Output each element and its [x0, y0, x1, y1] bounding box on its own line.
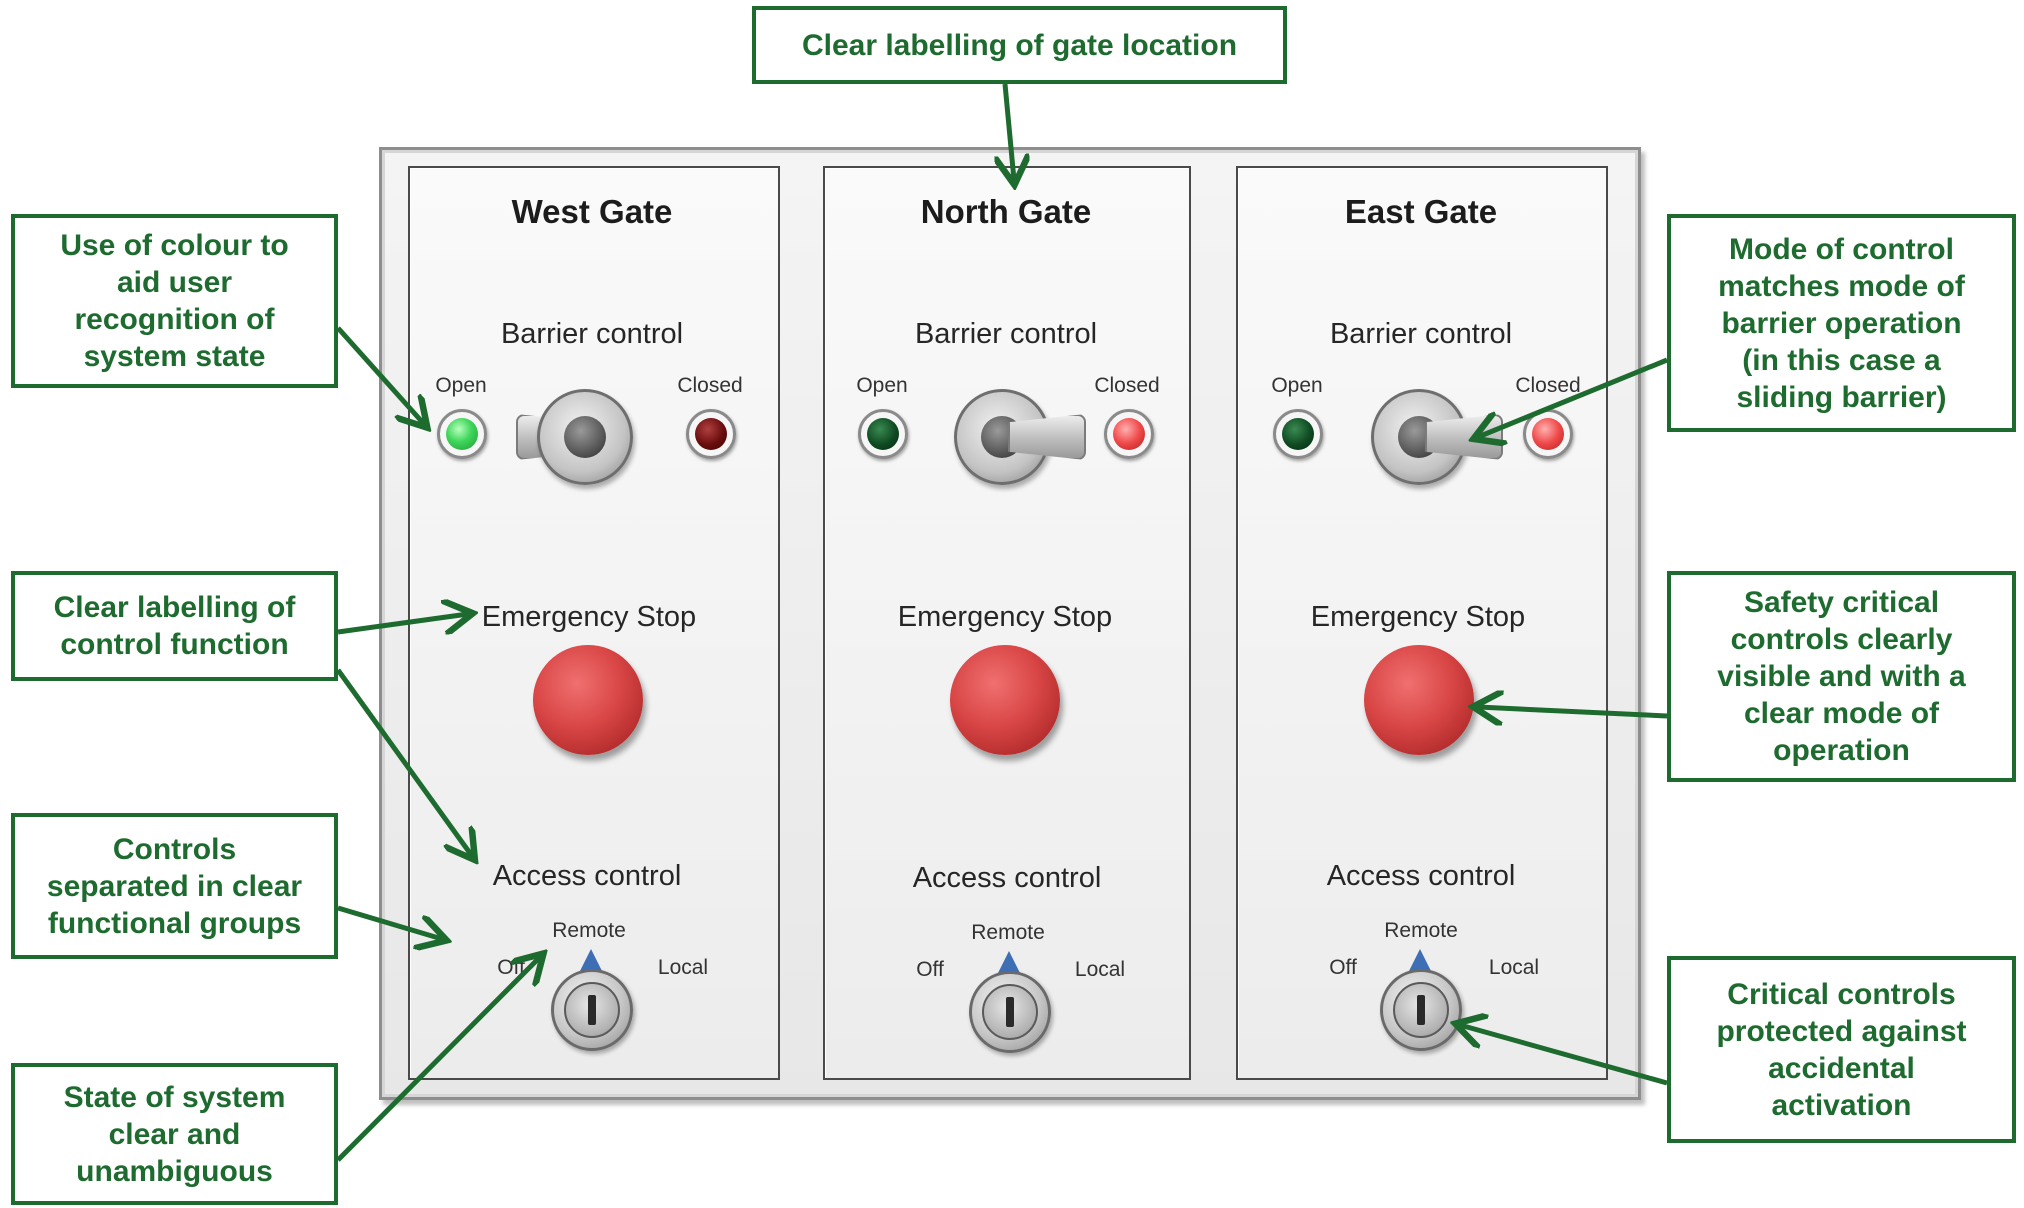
east-barrier-toggle[interactable] [1371, 389, 1467, 485]
callout-state-line: State of system [63, 1080, 286, 1114]
callout-function-line: control function [60, 628, 289, 661]
east-access-keyswitch[interactable] [1380, 969, 1462, 1051]
north-key-pointer-icon [998, 951, 1020, 973]
arrow-function-access [335, 668, 472, 856]
arrow-gate-location [1005, 83, 1014, 180]
north-emergency-stop-label: Emergency Stop [897, 601, 1113, 633]
callout-mode-line: sliding barrier) [1736, 380, 1947, 414]
north-closed-lamp [1104, 409, 1154, 459]
north-emergency-stop-button[interactable] [950, 645, 1060, 755]
callout-safety: Safety critical controls clearly visible… [1667, 571, 2016, 782]
callout-state-line: clear and [108, 1117, 241, 1151]
callout-state: State of system clear and unambiguous [11, 1063, 338, 1205]
west-closed-lamp [686, 409, 736, 459]
west-key-pointer-icon [580, 949, 602, 971]
arrow-protected [1460, 1025, 1668, 1086]
callout-colour-line: Use of colour to [60, 229, 289, 262]
west-barrier-control-label: Barrier control [500, 318, 684, 350]
callout-colour-line: aid user [116, 266, 233, 299]
callout-state-line: unambiguous [76, 1154, 273, 1188]
callout-groups-line: separated in clear [46, 869, 303, 903]
west-emergency-stop-label: Emergency Stop [481, 601, 697, 633]
north-gate-title: North Gate [920, 193, 1092, 230]
east-remote-label: Remote [1384, 919, 1458, 942]
east-barrier-control-label: Barrier control [1329, 318, 1513, 350]
callout-protected: Critical controls protected against acci… [1667, 956, 2016, 1143]
callout-protected-line: activation [1771, 1088, 1912, 1122]
north-remote-label: Remote [971, 921, 1045, 944]
west-emergency-stop-button[interactable] [533, 645, 643, 755]
callout-mode: Mode of control matches mode of barrier … [1667, 214, 2016, 432]
east-open-label: Open [1271, 374, 1323, 397]
north-barrier-control-label: Barrier control [914, 318, 1098, 350]
north-access-control-label: Access control [912, 862, 1102, 894]
callout-function: Clear labelling of control function [11, 571, 338, 681]
west-remote-label: Remote [552, 919, 626, 942]
west-barrier-toggle[interactable] [537, 389, 633, 485]
north-closed-label: Closed [1094, 374, 1160, 397]
callout-safety-line: controls clearly [1730, 623, 1953, 656]
callout-function-line: Clear labelling of [53, 591, 296, 624]
north-open-label: Open [856, 374, 908, 397]
callout-gate-location: Clear labelling of gate location [752, 6, 1287, 84]
north-access-keyswitch[interactable] [969, 971, 1051, 1053]
callout-mode-line: Mode of control [1729, 232, 1954, 266]
east-key-pointer-icon [1409, 949, 1431, 971]
arrow-colour [336, 326, 424, 424]
east-closed-lamp [1523, 409, 1573, 459]
east-open-lamp [1273, 409, 1323, 459]
callout-groups: Controls separated in clear functional g… [11, 813, 338, 959]
north-barrier-lever[interactable] [1008, 414, 1086, 460]
west-access-keyswitch[interactable] [551, 969, 633, 1051]
arrow-function-label [337, 614, 468, 632]
arrow-groups [337, 905, 442, 939]
callout-colour-line: system state [83, 340, 266, 373]
west-local-label: Local [657, 956, 709, 979]
west-gate-title: West Gate [511, 193, 673, 230]
east-closed-label: Closed [1515, 374, 1581, 397]
callout-gate-location-text: Clear labelling of gate location [801, 28, 1238, 62]
east-emergency-stop-button[interactable] [1364, 645, 1474, 755]
callout-protected-line: accidental [1768, 1051, 1915, 1085]
east-off-label: Off [1329, 956, 1357, 979]
callout-groups-line: functional groups [47, 906, 302, 940]
east-gate-panel [1236, 166, 1608, 1080]
north-off-label: Off [916, 958, 944, 981]
north-open-lamp [858, 409, 908, 459]
west-access-control-label: Access control [492, 860, 682, 892]
arrow-state [336, 957, 540, 1162]
callout-protected-line: protected against [1716, 1014, 1967, 1048]
north-local-label: Local [1074, 958, 1126, 981]
east-emergency-stop-label: Emergency Stop [1310, 601, 1526, 633]
callout-colour: Use of colour to aid user recognition of… [11, 214, 338, 388]
callout-safety-line: clear mode of [1743, 697, 1940, 730]
callout-colour-line: recognition of [74, 303, 275, 336]
callout-mode-line: barrier operation [1721, 306, 1962, 340]
callout-groups-line: Controls [112, 832, 237, 866]
arrow-safety [1478, 707, 1668, 716]
arrow-mode [1478, 357, 1668, 437]
west-open-label: Open [435, 374, 487, 397]
callout-safety-line: visible and with a [1717, 660, 1966, 693]
west-open-lamp [437, 409, 487, 459]
callout-protected-line: Critical controls [1727, 977, 1956, 1011]
callout-safety-line: Safety critical [1743, 586, 1940, 619]
callout-mode-line: (in this case a [1742, 343, 1941, 377]
north-gate-panel [823, 166, 1191, 1080]
east-local-label: Local [1488, 956, 1540, 979]
east-access-control-label: Access control [1326, 860, 1516, 892]
callout-safety-line: operation [1773, 734, 1910, 767]
callout-mode-line: matches mode of [1718, 269, 1965, 303]
west-closed-label: Closed [677, 374, 743, 397]
east-gate-title: East Gate [1344, 193, 1498, 230]
